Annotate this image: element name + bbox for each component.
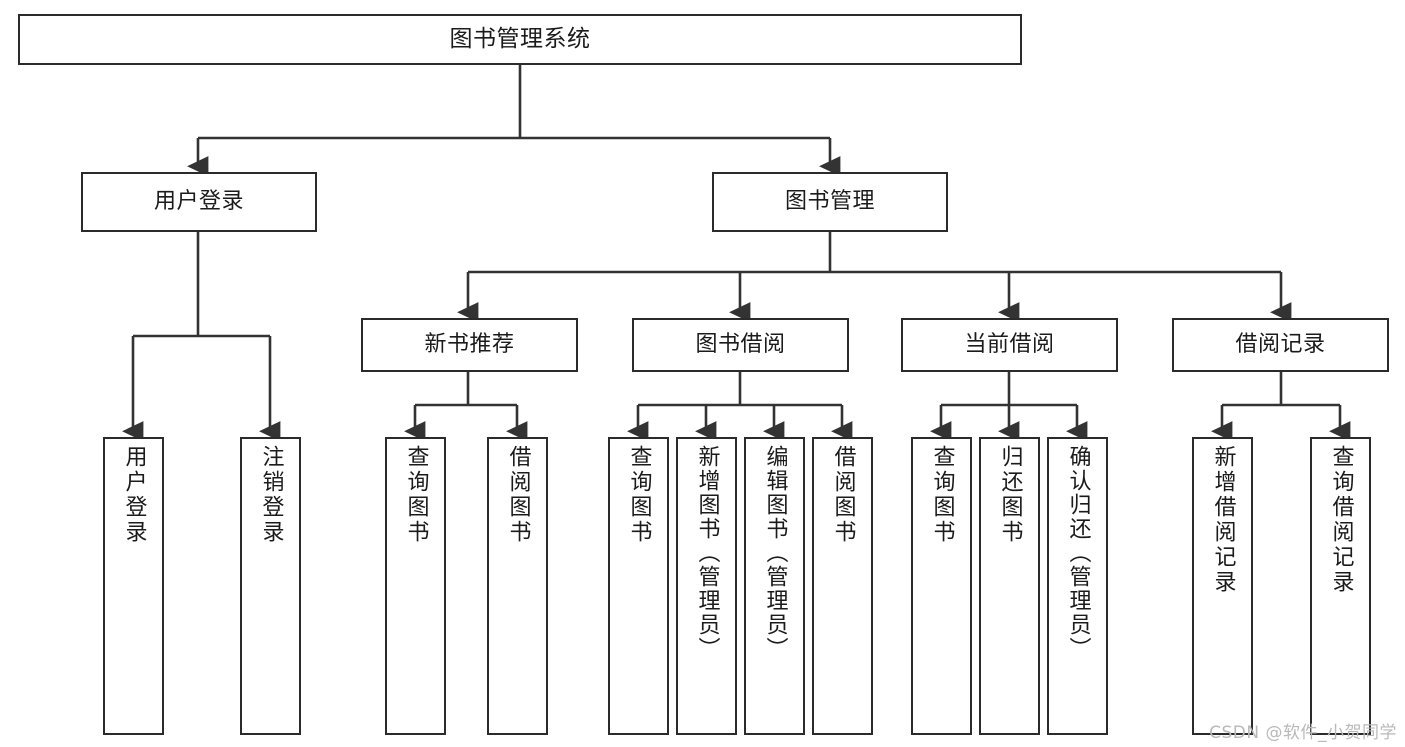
node-leaf-book-borrow-borrow[interactable]: 借阅图书 [812,437,873,735]
node-leaf-borrow-record-query[interactable]: 查询借阅记录 [1310,437,1371,735]
node-label: 新增图书（管理员） [694,445,720,661]
node-label: 查询图书 [626,445,652,545]
node-label: 归还图书 [997,445,1023,545]
node-book-management-system[interactable]: 图书管理系统 [18,14,1022,65]
node-leaf-user-login-login[interactable]: 用户登录 [103,437,164,735]
node-new-book-recommend[interactable]: 新书推荐 [361,318,578,372]
node-book-management[interactable]: 图书管理 [712,172,948,232]
node-leaf-current-borrow-query[interactable]: 查询图书 [911,437,972,735]
node-leaf-new-book-borrow[interactable]: 借阅图书 [487,437,548,735]
node-label: 图书管理系统 [449,26,591,53]
node-leaf-book-borrow-edit[interactable]: 编辑图书（管理员） [744,437,805,735]
node-leaf-book-borrow-add[interactable]: 新增图书（管理员） [676,437,737,735]
node-user-login[interactable]: 用户登录 [81,172,317,232]
node-label: 查询借阅记录 [1328,445,1354,595]
watermark-text: CSDN @软件_小贺同学 [1209,723,1397,743]
node-leaf-user-login-logout[interactable]: 注销登录 [240,437,301,735]
node-label: 用户登录 [153,189,244,215]
node-current-borrow[interactable]: 当前借阅 [901,318,1118,372]
node-label: 借阅图书 [505,445,531,545]
node-leaf-book-borrow-query[interactable]: 查询图书 [608,437,669,735]
node-label: 图书借阅 [695,332,786,358]
node-label: 当前借阅 [964,332,1055,358]
node-label: 查询图书 [929,445,955,545]
node-leaf-borrow-record-add[interactable]: 新增借阅记录 [1192,437,1253,735]
node-label: 注销登录 [258,445,284,545]
node-leaf-current-borrow-return[interactable]: 归还图书 [979,437,1040,735]
node-leaf-current-borrow-confirm[interactable]: 确认归还（管理员） [1047,437,1108,735]
node-label: 借阅图书 [830,445,856,545]
node-label: 用户登录 [121,445,147,545]
node-leaf-new-book-query[interactable]: 查询图书 [385,437,446,735]
node-label: 借阅记录 [1235,332,1326,358]
node-label: 查询图书 [403,445,429,545]
node-label: 编辑图书（管理员） [762,445,788,661]
node-borrow-record[interactable]: 借阅记录 [1172,318,1389,372]
node-book-borrow[interactable]: 图书借阅 [632,318,849,372]
node-label: 新增借阅记录 [1210,445,1236,595]
node-label: 确认归还（管理员） [1065,445,1091,661]
node-label: 新书推荐 [424,332,515,358]
node-label: 图书管理 [784,189,875,215]
